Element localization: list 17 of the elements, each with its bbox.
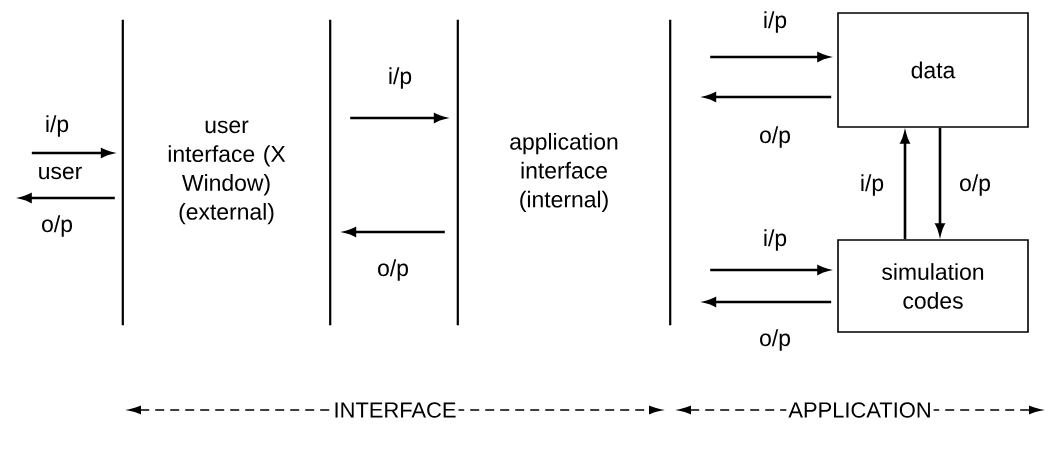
edge-label: i/p — [764, 229, 787, 251]
edge-label: i/p — [46, 115, 69, 137]
interface-band: application interface (internal) — [456, 19, 672, 326]
edge-label: i/p — [389, 67, 412, 89]
edge-label: o/p — [378, 259, 408, 281]
process-box: data — [837, 12, 1029, 128]
interface-band: user interface (X Window) (external) — [121, 19, 332, 326]
edge-label: o/p — [960, 174, 990, 196]
edge-label: o/p — [760, 126, 790, 148]
span-label: INTERFACE — [331, 400, 459, 420]
actor-label: user — [39, 166, 82, 180]
edge-label: i/p — [764, 11, 787, 33]
process-box: simulation codes — [837, 239, 1029, 333]
edge-label: o/p — [760, 329, 790, 351]
edge-label: o/p — [42, 215, 72, 237]
edge-label: i/p — [861, 174, 884, 196]
span-label: APPLICATION — [786, 400, 934, 420]
